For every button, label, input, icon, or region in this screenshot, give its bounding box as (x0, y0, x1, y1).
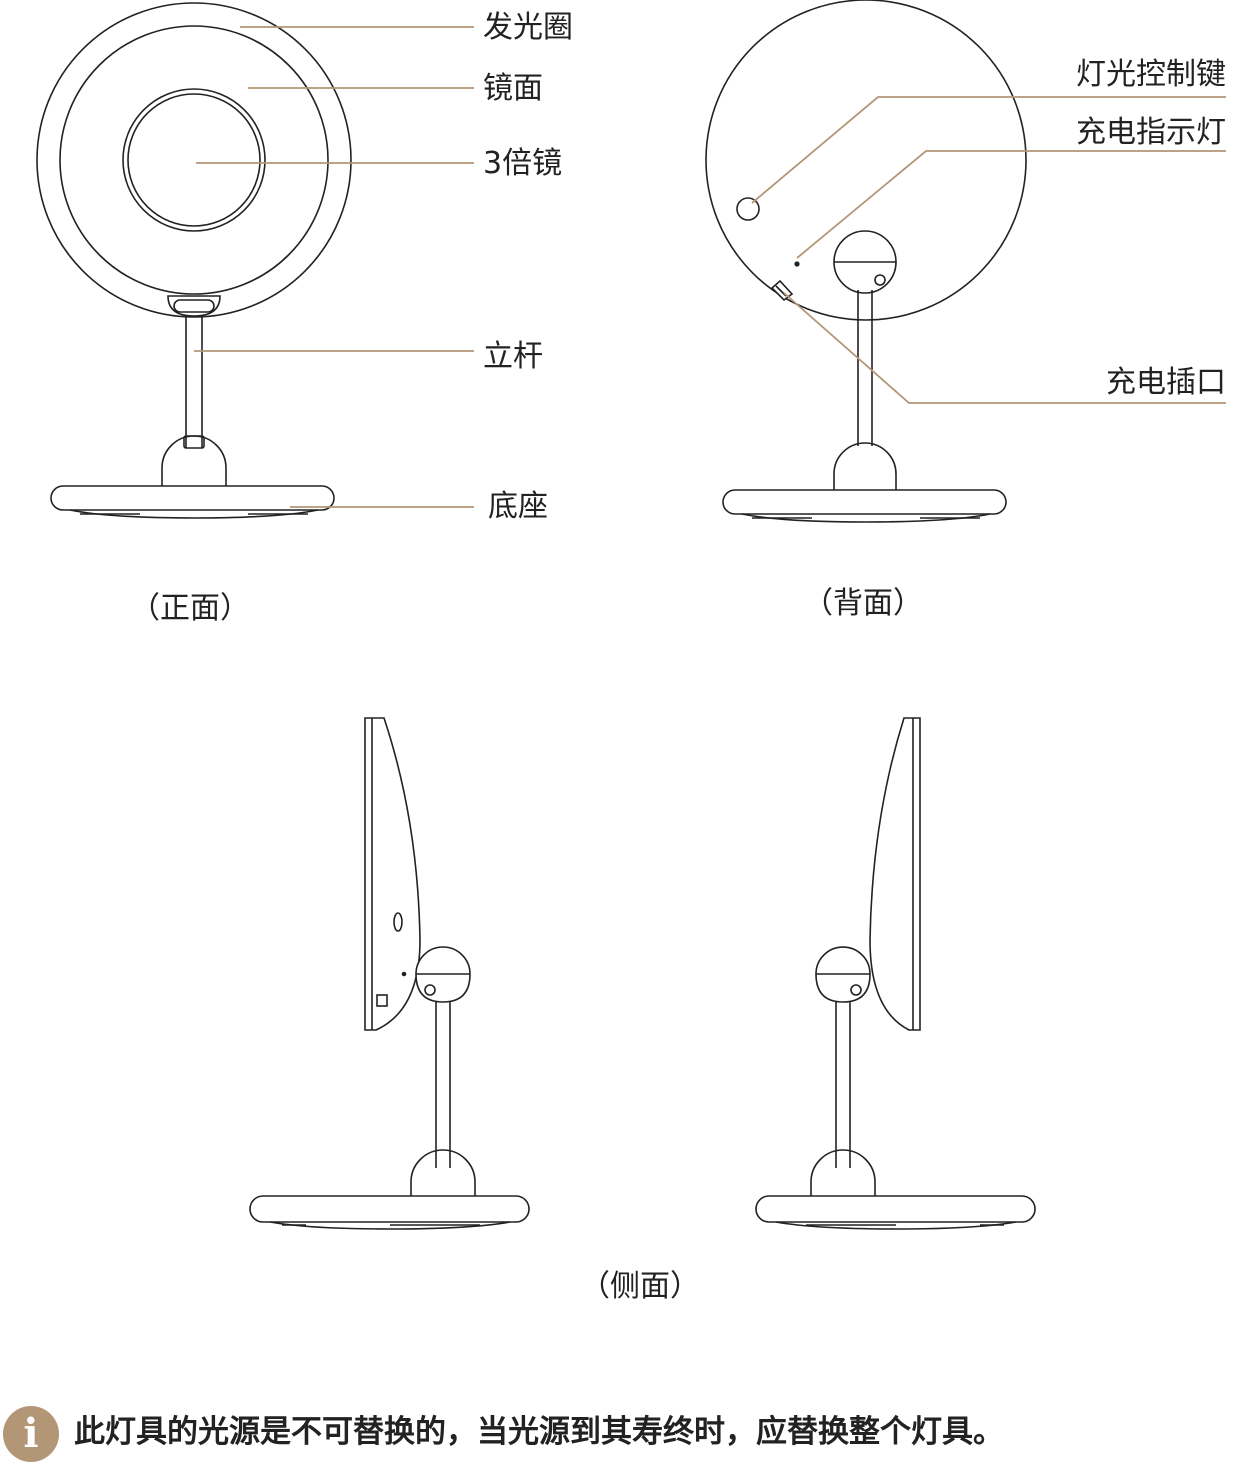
back-view (705, 0, 1027, 523)
back-mirror-shell (705, 0, 1027, 321)
side-left-port (376, 994, 388, 1007)
light-control-button (736, 197, 760, 221)
side-right-base (755, 1195, 1036, 1223)
side-right-mirror (869, 717, 921, 1031)
caption-side: （侧面） (580, 1269, 700, 1304)
label-charge-indicator: 充电指示灯 (1076, 115, 1226, 150)
leader-charge-indicator (796, 150, 1226, 259)
caption-back: （背面） (803, 586, 923, 621)
caption-front: （正面） (130, 591, 250, 626)
label-pole: 立杆 (483, 339, 543, 374)
front-pole-collar (183, 435, 205, 449)
label-base: 底座 (488, 489, 548, 524)
leader-light-key (751, 96, 1226, 204)
side-view-left (249, 717, 530, 1230)
front-mirror-face (59, 25, 329, 295)
label-light-ring: 发光圈 (483, 10, 573, 45)
front-base (50, 485, 335, 511)
side-left-button (393, 912, 403, 932)
leader-lines (194, 26, 1226, 508)
info-icon: i (3, 1406, 59, 1462)
front-connector-inner (173, 299, 215, 313)
front-magnifier-outer (122, 88, 266, 232)
side-left-base (249, 1195, 530, 1223)
label-magnifier: 3倍镜 (483, 146, 563, 181)
front-magnifier-inner (127, 93, 261, 227)
label-charge-port: 充电插口 (1106, 365, 1226, 400)
label-mirror: 镜面 (483, 71, 543, 106)
side-left-mirror (364, 717, 421, 1031)
replacement-notice: 此灯具的光源是不可替换的，当光源到其寿终时，应替换整个灯具。 (74, 1414, 1004, 1450)
back-base (722, 489, 1007, 515)
front-view (36, 2, 352, 519)
front-light-ring (36, 2, 352, 318)
front-ball (161, 435, 227, 486)
front-connector (167, 295, 221, 317)
leader-charge-port (783, 292, 1226, 404)
charge-indicator-dot (794, 261, 800, 267)
side-view-right (755, 717, 1036, 1230)
label-light-control-key: 灯光控制键 (1076, 57, 1226, 92)
back-ball-bottom (833, 442, 897, 490)
